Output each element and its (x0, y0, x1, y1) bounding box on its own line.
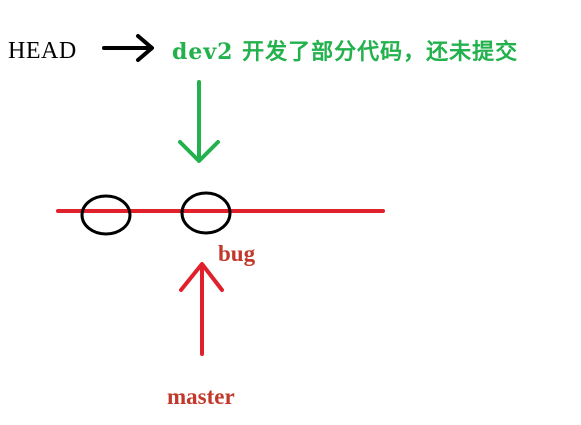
bug-label: bug (218, 241, 256, 266)
master-arrow (179, 262, 224, 356)
head-label: HEAD (8, 38, 77, 64)
dev2-label: dev2 开发了部分代码，还未提交 (172, 39, 519, 65)
master-label: master (167, 384, 235, 409)
head-arrow (102, 34, 154, 62)
commit-node-1 (80, 194, 132, 236)
commit-node-2 (180, 191, 232, 235)
dev2-arrow (178, 80, 220, 163)
